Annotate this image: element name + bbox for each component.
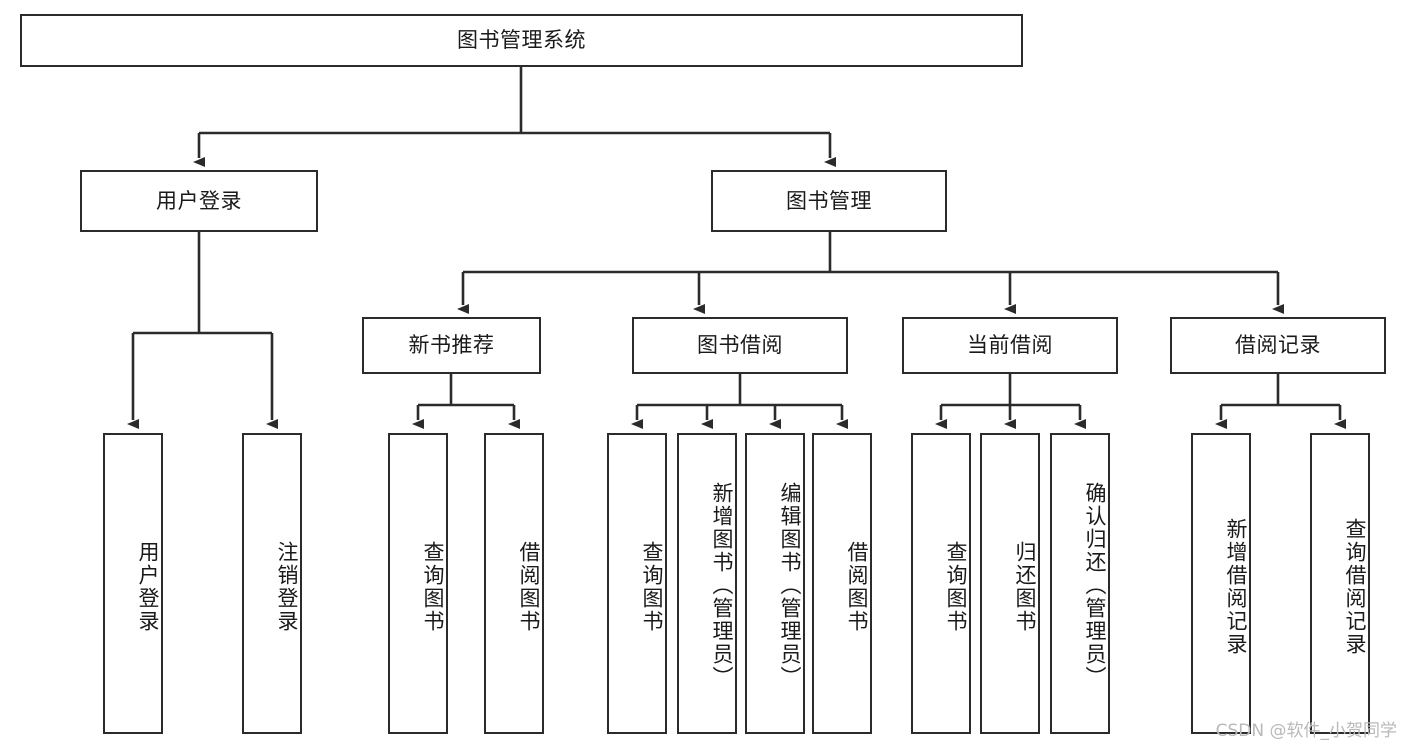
leaf-record-query-borrow-record[interactable]: 查询借阅记录 — [1310, 433, 1370, 734]
leaf-recommend-query-book[interactable]: 查询图书 — [388, 433, 448, 734]
node-label: 图书管理 — [786, 188, 872, 213]
node-label: 新书推荐 — [408, 333, 495, 358]
leaf-record-add-borrow-record[interactable]: 新增借阅记录 — [1191, 433, 1251, 734]
node-root-book-management-system[interactable]: 图书管理系统 — [20, 14, 1023, 67]
leaf-borrow-add-book-admin[interactable]: 新增图书（管理员） — [677, 433, 737, 734]
leaf-current-query-book[interactable]: 查询图书 — [911, 433, 971, 734]
node-user-login[interactable]: 用户登录 — [80, 170, 318, 232]
node-label: 注销登录 — [275, 540, 299, 633]
leaf-user-login[interactable]: 用户登录 — [103, 433, 163, 734]
node-new-book-recommend[interactable]: 新书推荐 — [362, 317, 541, 374]
node-label: 查询图书 — [421, 540, 445, 633]
node-label: 查询图书 — [640, 540, 664, 633]
node-label: 查询借阅记录 — [1343, 517, 1367, 656]
node-label: 用户登录 — [136, 540, 160, 633]
node-book-management[interactable]: 图书管理 — [711, 170, 947, 232]
node-label: 借阅记录 — [1235, 333, 1321, 358]
node-label: 当前借阅 — [967, 333, 1053, 358]
node-label: 借阅图书 — [845, 540, 869, 633]
node-label: 编辑图书（管理员） — [778, 482, 802, 689]
node-borrow-record[interactable]: 借阅记录 — [1170, 317, 1386, 374]
leaf-borrow-edit-book-admin[interactable]: 编辑图书（管理员） — [745, 433, 805, 734]
node-label: 确认归还（管理员） — [1083, 482, 1107, 689]
node-label: 新增图书（管理员） — [710, 482, 734, 689]
leaf-borrow-borrow-book[interactable]: 借阅图书 — [812, 433, 872, 734]
leaf-borrow-query-book[interactable]: 查询图书 — [607, 433, 667, 734]
leaf-recommend-borrow-book[interactable]: 借阅图书 — [484, 433, 544, 734]
leaf-user-logout[interactable]: 注销登录 — [242, 433, 302, 734]
node-label: 图书借阅 — [697, 333, 783, 358]
csdn-watermark: CSDN @软件_小贺同学 — [1215, 721, 1397, 741]
node-label: 图书管理系统 — [457, 28, 586, 53]
node-label: 查询图书 — [944, 540, 968, 633]
node-book-borrow[interactable]: 图书借阅 — [632, 317, 848, 374]
leaf-current-confirm-return-admin[interactable]: 确认归还（管理员） — [1050, 433, 1110, 734]
node-label: 归还图书 — [1013, 540, 1037, 633]
node-label: 用户登录 — [156, 188, 242, 213]
node-current-borrow[interactable]: 当前借阅 — [902, 317, 1118, 374]
node-label: 借阅图书 — [517, 540, 541, 633]
leaf-current-return-book[interactable]: 归还图书 — [980, 433, 1040, 734]
node-label: 新增借阅记录 — [1224, 517, 1248, 656]
